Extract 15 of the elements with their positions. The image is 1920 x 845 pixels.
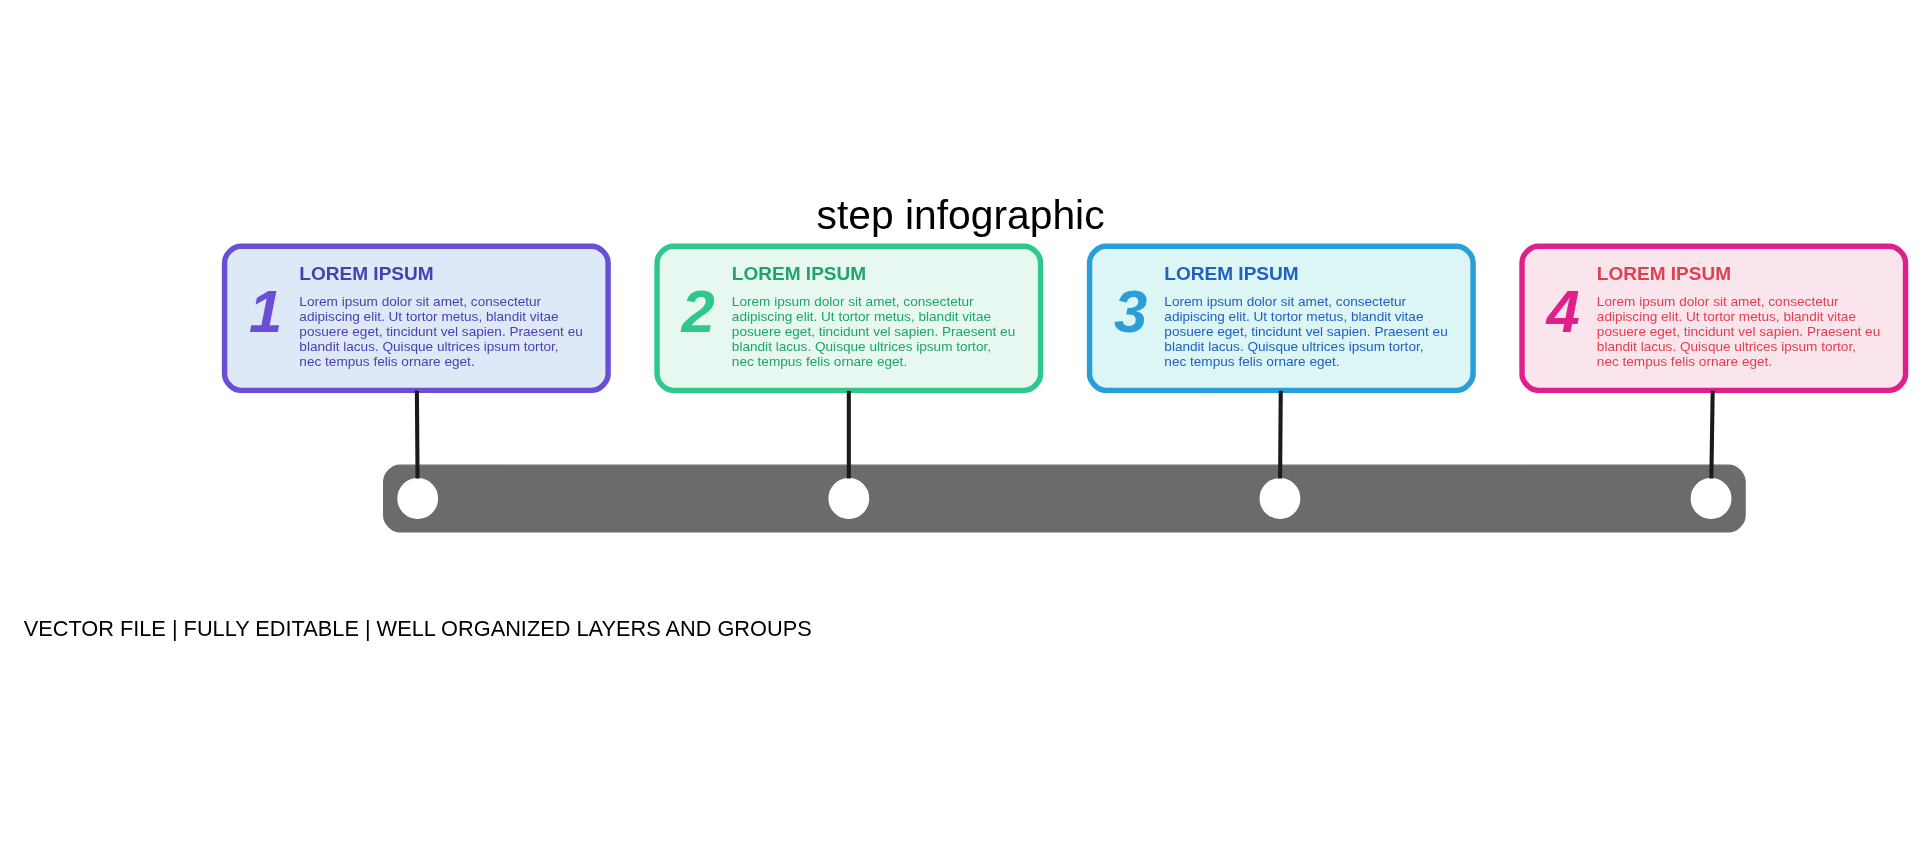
node-box: 4 LOREM IPSUM Lorem ipsum dolor sit amet, consectetur adipiscing elit. Ut tortor metus, blandit vitae posuere eget, tincidunt vel sapien. Praesent eu blandit lacus. Quisque ultrices ipsum tortor, nec tempus felis ornare eget. bbox=[1519, 243, 1909, 393]
node-box: 3 LOREM IPSUM Lorem ipsum dolor sit amet, consectetur adipiscing elit. Ut tortor metus, blandit vitae posuere eget, tincidunt vel sapien. Praesent eu blandit lacus. Quisque ultrices ipsum tortor, nec tempus felis ornare eget. bbox=[1086, 243, 1476, 393]
connector bbox=[414, 390, 420, 478]
cluster bbox=[383, 464, 1746, 532]
node-circle bbox=[397, 477, 439, 519]
node-box: 1 LOREM IPSUM Lorem ipsum dolor sit amet, consectetur adipiscing elit. Ut tortor metus, blandit vitae posuere eget, tincidunt vel sapien. Praesent eu blandit lacus. Quisque ultrices ipsum tortor, nec tempus felis ornare eget. bbox=[221, 243, 611, 393]
caption: VECTOR FILE | FULLY EDITABLE | WELL ORGANIZED LAYERS AND GROUPS bbox=[23, 615, 812, 641]
node-circle bbox=[1259, 477, 1301, 519]
connector bbox=[846, 390, 851, 478]
connector bbox=[1278, 390, 1283, 478]
diagram-title: step infographic bbox=[816, 191, 1105, 238]
node-circle bbox=[1690, 477, 1732, 519]
node-circle bbox=[828, 477, 870, 519]
node-box: 2 LOREM IPSUM Lorem ipsum dolor sit amet, consectetur adipiscing elit. Ut tortor metus, blandit vitae posuere eget, tincidunt vel sapien. Praesent eu blandit lacus. Quisque ultrices ipsum tortor, nec tempus felis ornare eget. bbox=[654, 243, 1044, 393]
connector bbox=[1709, 390, 1715, 478]
